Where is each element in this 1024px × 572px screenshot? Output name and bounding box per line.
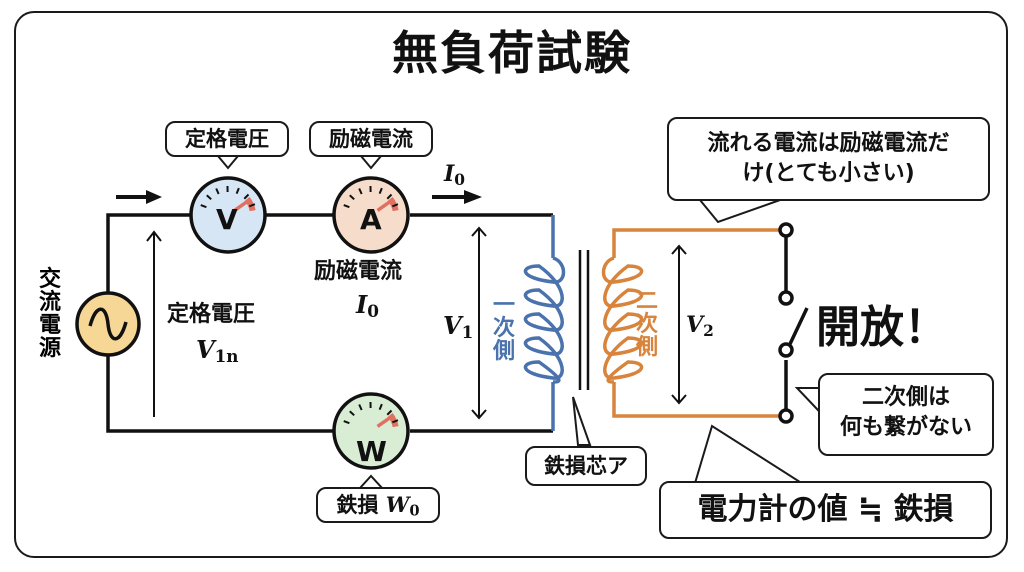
ac-source-label-text: 交流電源 <box>38 267 61 362</box>
secondary-winding <box>601 256 644 384</box>
voltmeter <box>189 176 267 254</box>
conclusion-text: 電力計の値 ≒ 鉄損 <box>697 492 954 527</box>
voltmeter-callout-text: 定格電圧 <box>185 127 269 151</box>
ammeter <box>332 176 410 254</box>
current-note-line1: 流れる電流は励磁電流だ <box>707 131 950 156</box>
rated-voltage-label: 定格電圧 <box>167 302 256 327</box>
terminal-mid-top <box>778 290 794 306</box>
ammeter-tick <box>349 194 355 201</box>
open-label: 開放！ <box>816 302 948 353</box>
wire-top-left <box>106 213 190 292</box>
iron-core-callout: 鉄損芯ア <box>525 446 647 486</box>
voltmeter-tick <box>243 193 250 200</box>
wattmeter-tick <box>349 410 355 417</box>
wire-bottom <box>106 356 333 433</box>
wattmeter-tick <box>386 409 393 416</box>
v1-label: V1 <box>443 311 474 343</box>
excitation-current-symbol: I0 <box>356 290 379 322</box>
voltmeter-callout: 定格電圧 <box>165 121 289 157</box>
voltmeter-needle <box>233 197 252 212</box>
voltmeter-letter: V <box>216 203 238 236</box>
wattmeter-callout-text: 鉄損 <box>336 493 379 517</box>
ammeter-tick <box>386 193 393 200</box>
meters <box>189 176 410 470</box>
secondary-note-line1: 二次側は <box>861 385 950 410</box>
iron-core <box>578 250 590 390</box>
excitation-current-label: 励磁電流 <box>314 259 403 284</box>
wattmeter-letter: W <box>356 435 387 468</box>
wattmeter-tick <box>358 404 363 411</box>
wattmeter-needle <box>376 413 395 428</box>
ammeter-callout: 励磁電流 <box>309 121 433 157</box>
ac-source <box>75 291 141 357</box>
wattmeter <box>332 392 410 470</box>
current-arrows <box>116 190 482 204</box>
primary-winding <box>523 256 566 384</box>
rated-voltage-symbol: V1n <box>196 335 239 367</box>
primary-coil <box>523 215 566 431</box>
wattmeter-tick <box>343 420 350 425</box>
ac-sine-icon <box>88 307 128 341</box>
ammeter-letter: A <box>360 203 382 236</box>
ammeter-tick <box>378 187 383 195</box>
ammeter-tick <box>358 188 363 195</box>
wattmeter-callout: 鉄損 W0 <box>316 487 440 523</box>
ammeter-needle <box>376 197 395 212</box>
terminal-top <box>778 222 794 238</box>
primary-wires <box>106 213 553 433</box>
diagram-frame <box>14 11 1008 558</box>
voltmeter-tick <box>200 204 207 209</box>
ammeter-tick <box>343 204 350 209</box>
voltage-arrows <box>146 226 687 420</box>
secondary-note-callout: 二次側は 何も繋がない <box>818 373 994 456</box>
terminal-mid-bottom <box>778 342 794 358</box>
v2-label: V2 <box>686 312 714 340</box>
secondary-note-line2: 何も繋がない <box>839 415 972 440</box>
wattmeter-callout-symbol: W0 <box>385 492 420 520</box>
current-arrow-label: I0 <box>444 161 466 189</box>
wattmeter-tick <box>378 403 383 411</box>
conclusion-callout: 電力計の値 ≒ 鉄損 <box>659 481 992 539</box>
ammeter-tick <box>391 203 399 208</box>
diagram-title: 無負荷試験 <box>392 26 632 80</box>
current-note-line2: け(とても小さい) <box>742 161 915 186</box>
secondary-side-label: 二次側 <box>635 289 658 361</box>
open-switch[interactable] <box>778 222 809 424</box>
voltmeter-tick <box>206 194 212 201</box>
wattmeter-tick <box>391 419 399 424</box>
ac-source-label: 交流電源 <box>36 268 64 360</box>
voltmeter-tick <box>215 188 220 195</box>
terminal-bottom <box>778 408 794 424</box>
iron-core-label: 鉄損芯ア <box>544 454 628 478</box>
current-note-callout: 流れる電流は励磁電流だ け(とても小さい) <box>667 117 990 201</box>
ammeter-callout-text: 励磁電流 <box>329 127 413 151</box>
voltmeter-tick <box>235 187 240 195</box>
voltmeter-tick <box>248 203 256 208</box>
primary-side-label: 一次側 <box>492 293 515 365</box>
secondary-coil <box>601 228 782 418</box>
